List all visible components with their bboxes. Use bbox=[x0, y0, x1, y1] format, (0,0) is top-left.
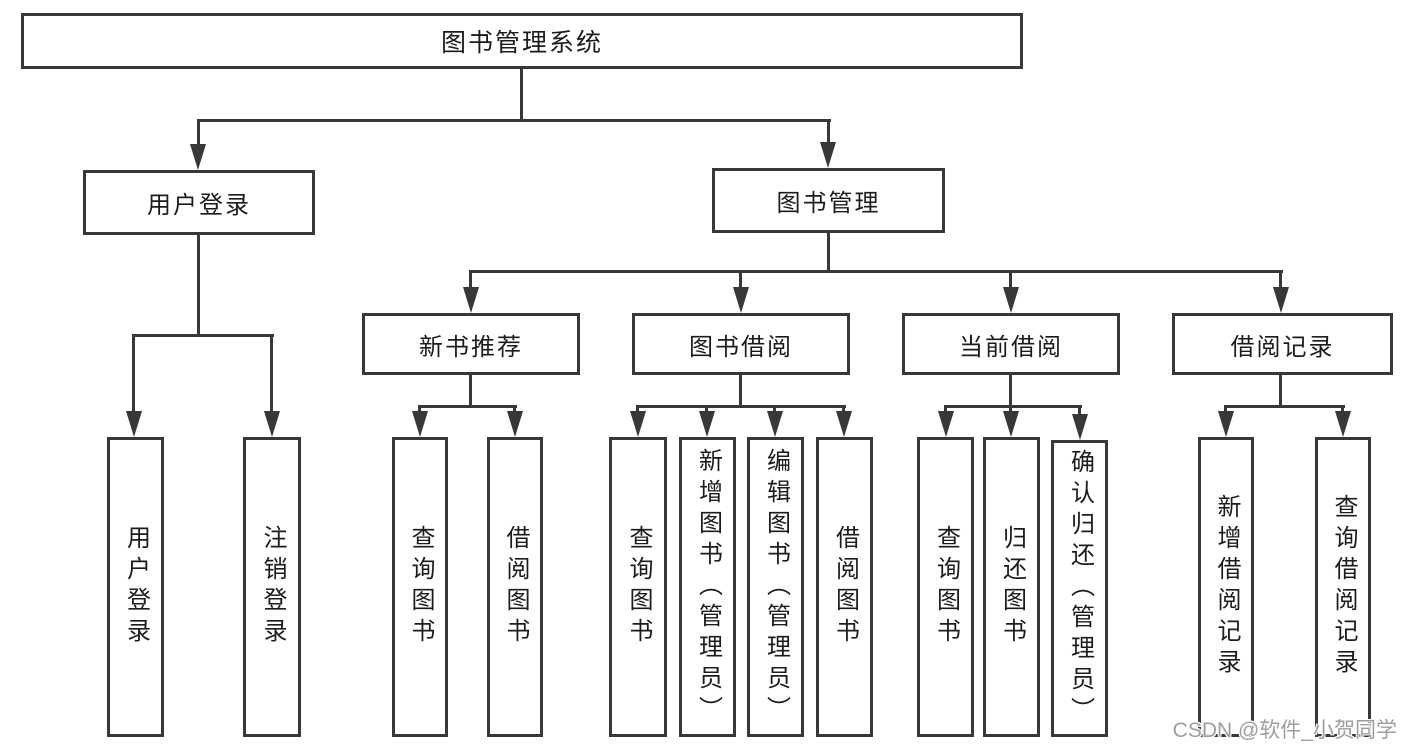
connector-line bbox=[270, 334, 273, 413]
leaf-query-books-2: 查询图书 bbox=[609, 437, 667, 737]
connector-line bbox=[418, 405, 517, 408]
leaf-borrow-books-2-label: 借阅图书 bbox=[831, 525, 859, 649]
leaf-query-borrow-record: 查询借阅记录 bbox=[1315, 437, 1371, 737]
leaf-query-books-3: 查询图书 bbox=[917, 437, 974, 737]
arrowhead-down-icon bbox=[126, 411, 142, 437]
connector-line bbox=[513, 405, 516, 413]
connector-line bbox=[739, 270, 742, 289]
node-current-borrow: 当前借阅 bbox=[902, 313, 1120, 375]
node-book-borrow: 图书借阅 bbox=[632, 313, 850, 375]
arrowhead-down-icon bbox=[1072, 414, 1088, 440]
connector-line bbox=[1224, 405, 1345, 408]
arrowhead-down-icon bbox=[630, 411, 646, 437]
connector-line bbox=[1279, 270, 1282, 289]
leaf-logout: 注销登录 bbox=[243, 437, 301, 737]
leaf-add-book-admin-label: 新增图书（管理员） bbox=[694, 447, 722, 727]
arrowhead-down-icon bbox=[938, 411, 954, 437]
arrowhead-down-icon bbox=[412, 411, 428, 437]
arrowhead-down-icon bbox=[463, 287, 479, 313]
arrowhead-down-icon bbox=[507, 411, 523, 437]
leaf-return-book-label: 归还图书 bbox=[998, 525, 1026, 649]
connector-line bbox=[827, 119, 830, 145]
leaf-borrow-books-1-label: 借阅图书 bbox=[502, 525, 529, 649]
connector-line bbox=[1224, 405, 1227, 413]
node-borrow-records-label: 借阅记录 bbox=[1230, 333, 1335, 361]
connector-line bbox=[739, 372, 742, 408]
connector-line bbox=[197, 119, 831, 122]
leaf-logout-label: 注销登录 bbox=[259, 525, 286, 649]
connector-line bbox=[773, 405, 776, 413]
connector-line bbox=[705, 405, 708, 413]
leaf-return-book: 归还图书 bbox=[983, 437, 1040, 737]
connector-line bbox=[197, 119, 200, 147]
connector-line bbox=[636, 405, 846, 408]
leaf-borrow-books-2: 借阅图书 bbox=[816, 437, 873, 737]
arrowhead-down-icon bbox=[1218, 411, 1234, 437]
leaf-add-book-admin: 新增图书（管理员） bbox=[679, 437, 736, 737]
connector-line bbox=[842, 405, 845, 413]
leaf-edit-book-admin: 编辑图书（管理员） bbox=[747, 437, 804, 737]
connector-line bbox=[1009, 270, 1012, 289]
node-borrow-records: 借阅记录 bbox=[1172, 313, 1393, 375]
leaf-query-books-2-label: 查询图书 bbox=[625, 525, 652, 649]
node-new-book-recommend-label: 新书推荐 bbox=[419, 333, 523, 361]
connector-line bbox=[1009, 405, 1012, 413]
connector-line bbox=[133, 334, 274, 337]
arrowhead-down-icon bbox=[190, 144, 206, 170]
leaf-add-borrow-record: 新增借阅记录 bbox=[1198, 437, 1254, 737]
connector-line bbox=[469, 270, 472, 289]
leaf-borrow-books-1: 借阅图书 bbox=[487, 437, 543, 737]
leaf-user-login-label: 用户登录 bbox=[122, 525, 150, 649]
leaf-query-books-1-label: 查询图书 bbox=[407, 525, 434, 649]
arrowhead-down-icon bbox=[820, 142, 836, 168]
connector-line bbox=[944, 405, 1082, 408]
arrowhead-down-icon bbox=[836, 411, 852, 437]
node-user-login: 用户登录 bbox=[83, 170, 315, 235]
connector-line bbox=[1279, 372, 1282, 408]
node-current-borrow-label: 当前借阅 bbox=[959, 333, 1063, 361]
connector-line bbox=[1341, 405, 1344, 413]
connector-line bbox=[636, 405, 639, 413]
arrowhead-down-icon bbox=[1003, 411, 1019, 437]
csdn-watermark: CSDN @软件_小贺同学 bbox=[1172, 719, 1397, 742]
arrowhead-down-icon bbox=[264, 411, 280, 437]
connector-line bbox=[827, 230, 830, 273]
node-book-borrow-label: 图书借阅 bbox=[689, 333, 793, 361]
node-user-login-label: 用户登录 bbox=[147, 192, 251, 219]
node-new-book-recommend: 新书推荐 bbox=[362, 313, 580, 375]
leaf-user-login: 用户登录 bbox=[107, 437, 164, 737]
arrowhead-down-icon bbox=[699, 411, 715, 437]
arrowhead-down-icon bbox=[1335, 411, 1351, 437]
connector-line bbox=[132, 334, 135, 413]
connector-line bbox=[469, 270, 1283, 273]
node-root-label: 图书管理系统 bbox=[440, 29, 603, 57]
connector-line bbox=[1078, 405, 1081, 416]
connector-line bbox=[418, 405, 421, 413]
node-book-management-label: 图书管理 bbox=[776, 190, 881, 217]
leaf-add-borrow-record-label: 新增借阅记录 bbox=[1213, 494, 1240, 680]
arrowhead-down-icon bbox=[767, 411, 783, 437]
leaf-query-books-1: 查询图书 bbox=[392, 437, 448, 737]
arrowhead-down-icon bbox=[1003, 287, 1019, 313]
leaf-query-borrow-record-label: 查询借阅记录 bbox=[1330, 494, 1357, 680]
connector-line bbox=[944, 405, 947, 413]
arrowhead-down-icon bbox=[733, 287, 749, 313]
connector-line bbox=[197, 233, 200, 337]
node-book-management: 图书管理 bbox=[712, 168, 945, 233]
leaf-confirm-return-admin: 确认归还（管理员） bbox=[1051, 440, 1108, 737]
leaf-query-books-3-label: 查询图书 bbox=[932, 525, 960, 649]
connector-line bbox=[1009, 372, 1012, 408]
connector-line bbox=[520, 69, 523, 122]
leaf-edit-book-admin-label: 编辑图书（管理员） bbox=[762, 447, 790, 727]
connector-line bbox=[469, 372, 472, 408]
arrowhead-down-icon bbox=[1273, 287, 1289, 313]
leaf-confirm-return-admin-label: 确认归还（管理员） bbox=[1066, 449, 1094, 728]
node-root: 图书管理系统 bbox=[21, 13, 1023, 69]
